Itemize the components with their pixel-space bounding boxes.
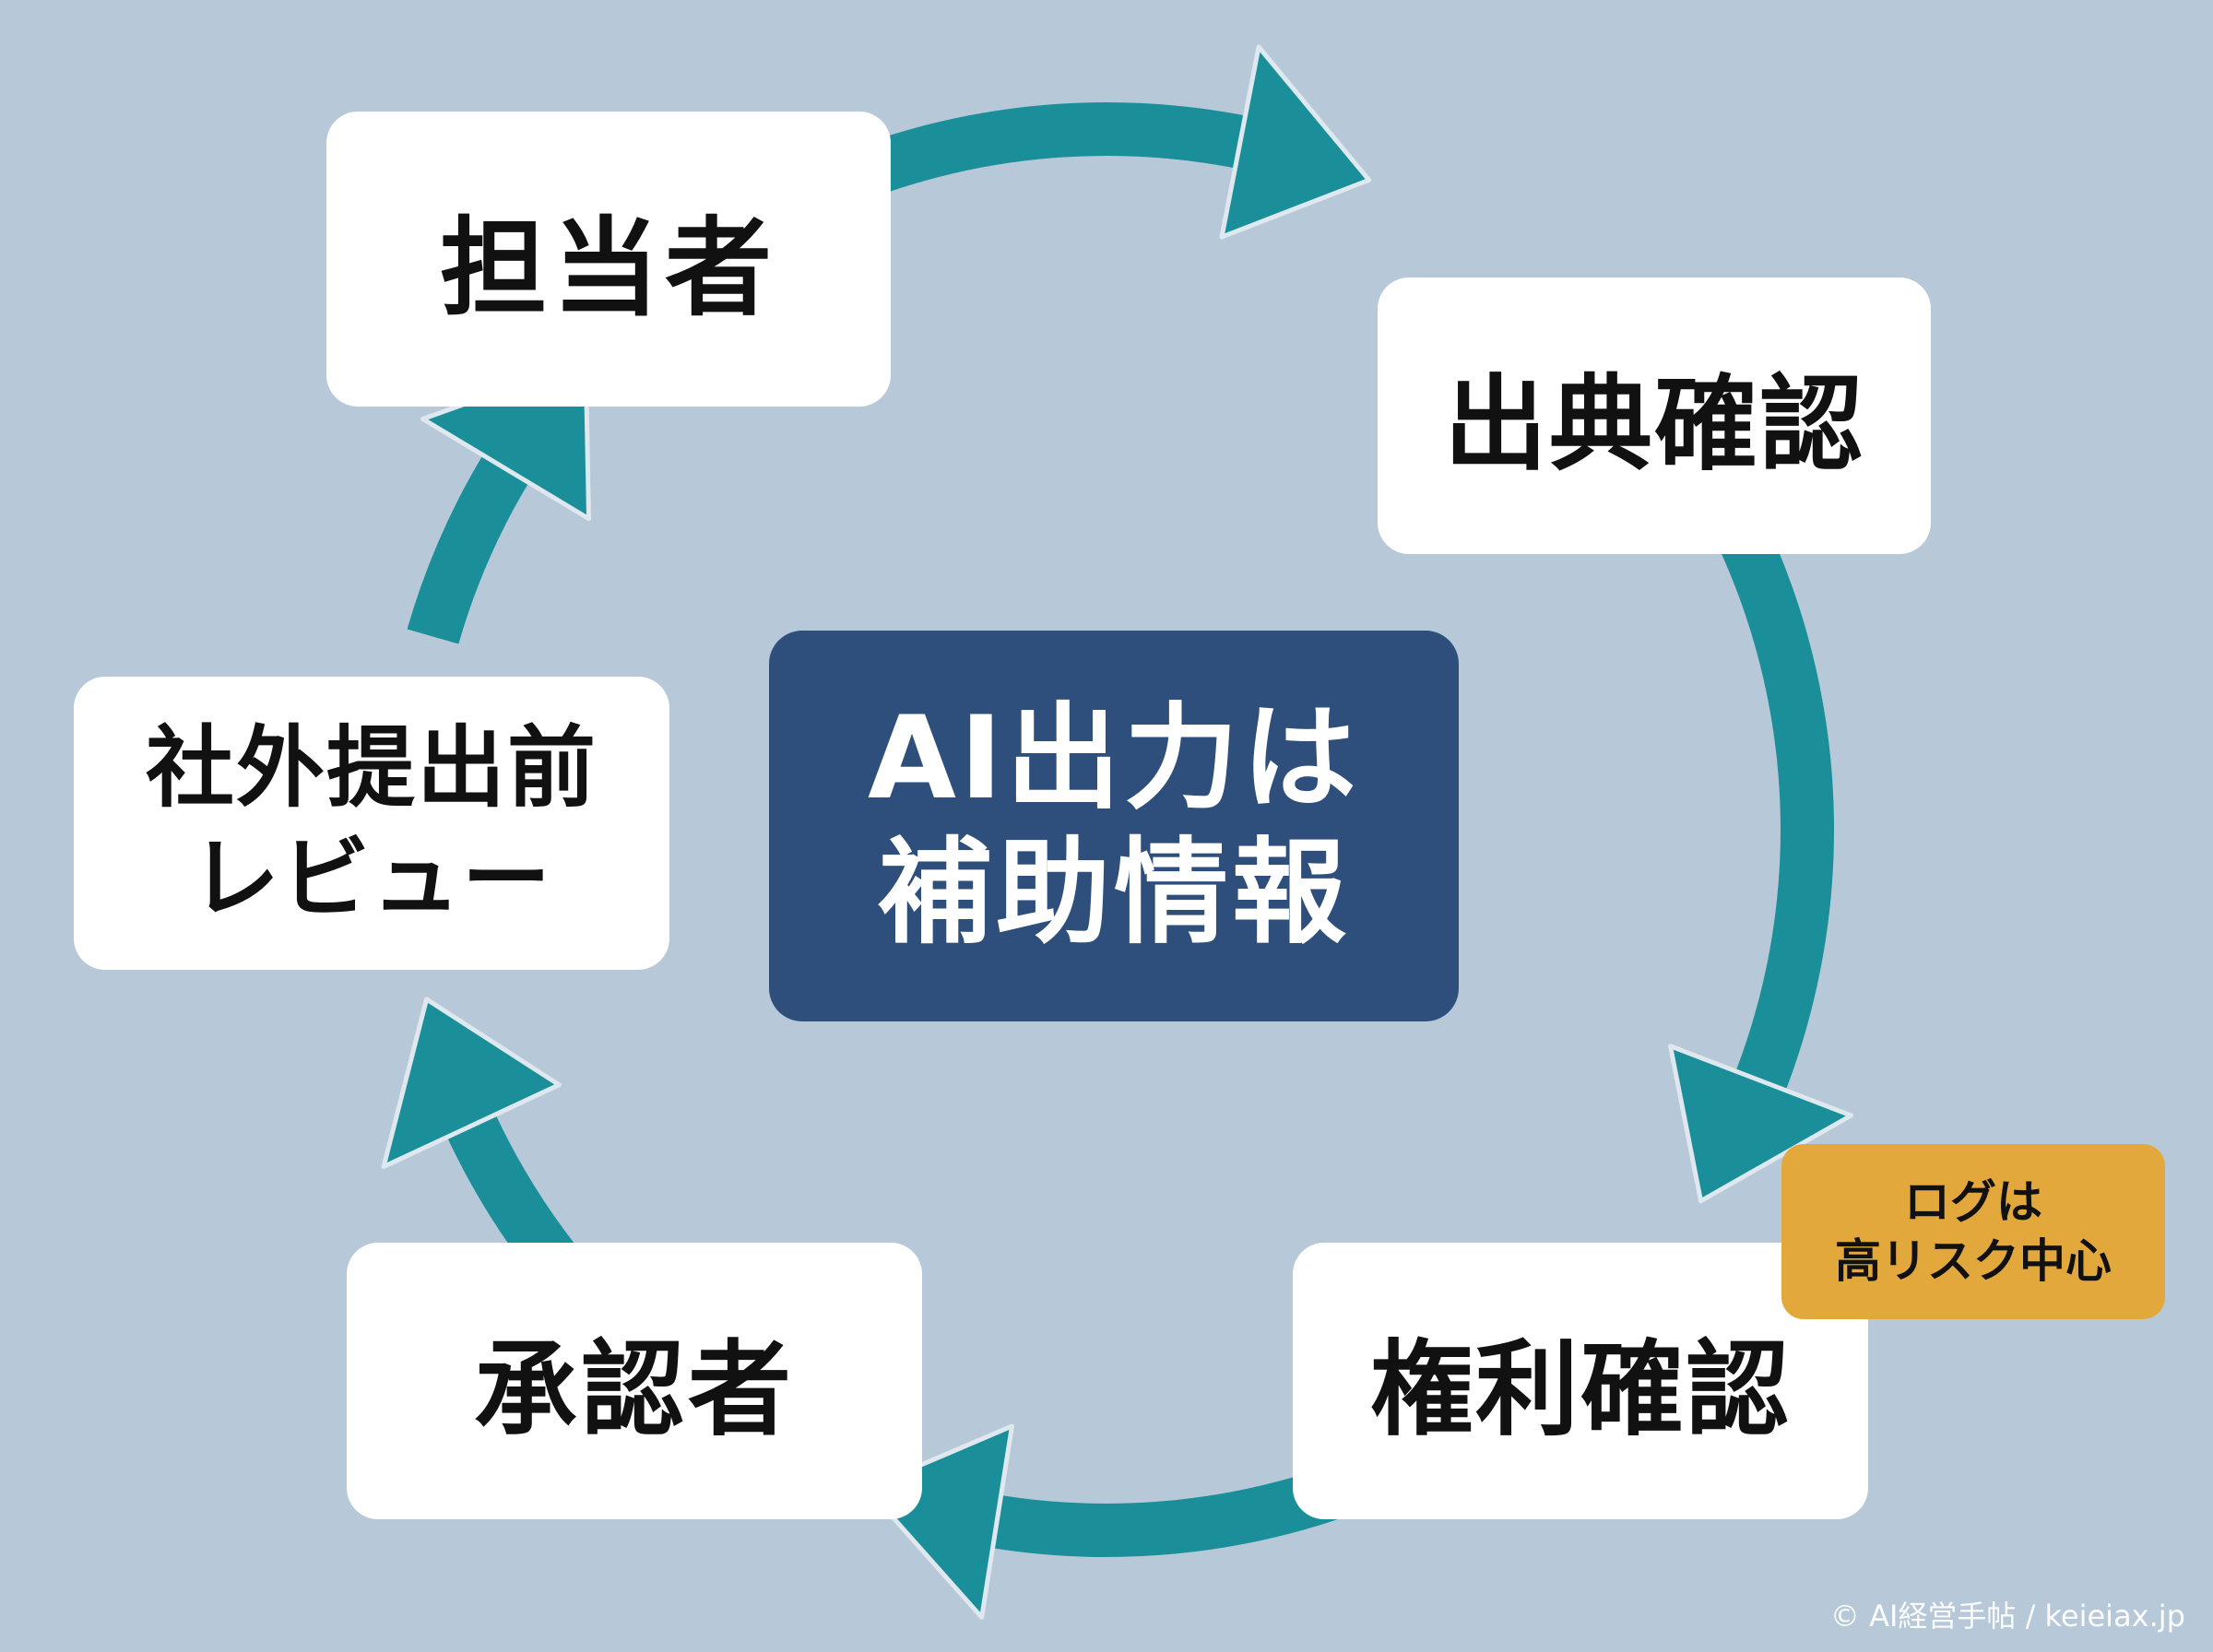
center-message-line1: AI出力は	[867, 692, 1361, 825]
arrow-shutten-to-kenri	[1667, 466, 1854, 1204]
node-shouninsha-label: 承認者	[474, 1330, 795, 1450]
center-message: AI出力は 補助情報	[769, 631, 1459, 1021]
log-note-badge: ログは 高リスク中心	[1781, 1144, 2165, 1319]
arrow-shouninsha-to-review-head	[381, 997, 562, 1170]
node-shutten-kakunin: 出典確認	[1378, 277, 1931, 554]
center-message-line2: 補助情報	[877, 827, 1350, 960]
node-shouninsha: 承認者	[347, 1243, 922, 1519]
node-review-line2: レビュー	[191, 827, 552, 930]
arrow-shutten-to-kenri-head	[1667, 1044, 1854, 1204]
node-shutten-kakunin-label: 出典確認	[1444, 365, 1864, 485]
arrow-tantousha-to-shutten-head	[1219, 44, 1372, 240]
log-note-line1: ログは	[1904, 1175, 2042, 1229]
node-tantousha-label: 担当者	[440, 206, 777, 331]
node-review-line1: 社外提出前	[146, 716, 598, 820]
arrow-shutten-to-kenri-shaft	[1690, 466, 1834, 1172]
log-note-line2: 高リスク中心	[1835, 1234, 2112, 1288]
node-tantousha: 担当者	[326, 112, 891, 407]
copyright-text: © AI経営手帖 / keieiax.jp	[1829, 1599, 2185, 1634]
node-review: 社外提出前 レビュー	[74, 677, 669, 970]
node-kenri-kakunin-label: 権利確認	[1370, 1330, 1791, 1450]
node-kenri-kakunin: 権利確認	[1293, 1243, 1868, 1519]
